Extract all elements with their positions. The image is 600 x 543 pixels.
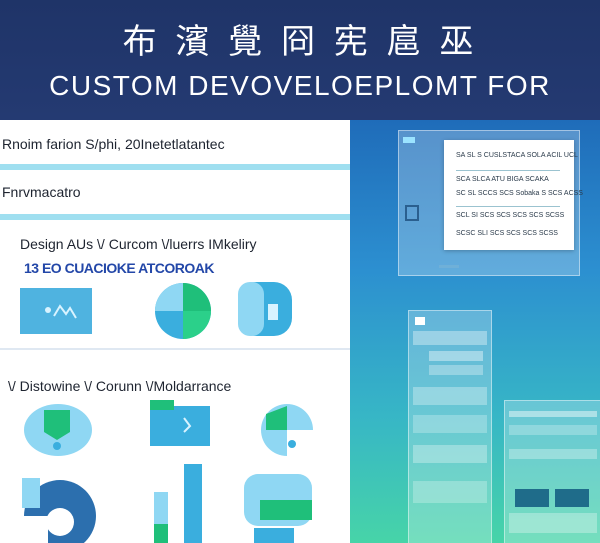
banner-title-cn: 布 濱 覺 冏 宪 扈 巫 (122, 22, 478, 62)
panel-bar-7 (413, 481, 487, 503)
rounded-chart-icon (238, 282, 292, 336)
left-infographic: Rnoim farion S/phi, 20Inetetlatantec Fnr… (0, 120, 350, 543)
window-control (403, 137, 415, 143)
panel-bar-3 (429, 365, 483, 375)
section-2-title: \/ Distowine \/ Corunn \/Moldarrance (8, 378, 232, 394)
banner-title-en: CUSTOM DEVOVELOEPLOMT FOR (49, 70, 551, 101)
header-banner: 布 濱 覺 冏 宪 扈 巫 CUSTOM DEVOVELOEPLOMT FOR (0, 0, 600, 120)
document-chart-icon (244, 474, 312, 543)
card-rule-1 (456, 170, 560, 171)
card-line-4: SCL SI SCS SCS SCS SCS SCSS (456, 212, 565, 219)
panel-bar-6 (413, 445, 487, 463)
card-line-1: SA SL S CUSLSTACA SOLA ACIL UCL (456, 152, 578, 159)
gear-chart-icon (20, 478, 96, 543)
panel-r-block-1 (515, 489, 549, 507)
right-dashboard-mock: SA SL S CUSLSTACA SOLA ACIL UCL SCA SLCA… (350, 120, 600, 543)
semicircle-chart-icon (24, 404, 92, 456)
card-line-2: SCA SLCA ATU BIGA SCAKA (456, 176, 549, 183)
window-icon (405, 205, 419, 221)
panel-r-bar-1 (509, 411, 597, 417)
panel-bar-1 (413, 331, 487, 345)
panel-r-bar-4 (509, 513, 597, 533)
bottom-right-panel (504, 400, 600, 543)
panel-r-bar-2 (509, 425, 597, 435)
info-row-1: Rnoim farion S/phi, 20Inetetlatantec (2, 136, 225, 152)
panel-dot (415, 317, 425, 325)
panel-r-bar-3 (509, 449, 597, 459)
card-rule-2 (456, 206, 560, 207)
section-1-title: Design AUs \/ Curcom \/luerrs IMkeliry (20, 236, 257, 252)
section-divider (0, 348, 350, 350)
panel-bar-5 (413, 415, 487, 433)
card-line-3: SC SL SCCS SCS Sobaka S SCS ACSS (456, 190, 583, 197)
panel-r-block-2 (555, 489, 589, 507)
bottom-left-panel (408, 310, 492, 543)
panel-bar-2 (429, 351, 483, 361)
panel-bar-4 (413, 387, 487, 405)
bar-chart-icon (154, 464, 202, 543)
window-dash (439, 265, 459, 268)
chart-photo-icon (20, 288, 92, 334)
section-1-subtitle: 13 EO CUACIOKE ATCOROAK (24, 260, 214, 276)
pie-chart-icon (155, 283, 211, 339)
info-card: SA SL S CUSLSTACA SOLA ACIL UCL SCA SLCA… (444, 140, 583, 250)
card-line-5: SCSC SLI SCS SCS SCS SCSS (456, 230, 558, 237)
folder-chart-icon (150, 400, 210, 446)
circle-chart-icon (261, 404, 313, 456)
divider-bar-1 (0, 164, 350, 170)
info-row-2: Fnrvmacatro (2, 184, 81, 200)
divider-bar-2 (0, 214, 350, 220)
